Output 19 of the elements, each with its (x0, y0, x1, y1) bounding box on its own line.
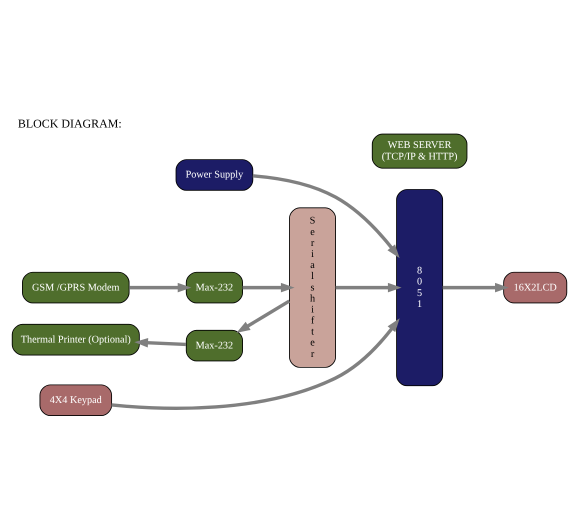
node-box: 4X4 Keypad (40, 384, 112, 416)
arrow (236, 299, 290, 332)
node-box: Power Supply (176, 158, 254, 190)
arrow (111, 318, 400, 410)
arrow (134, 337, 186, 348)
node-box: Max-232 (186, 271, 243, 303)
arrow (252, 174, 400, 258)
node-box: 16X2LCD (503, 271, 568, 303)
arrow (242, 282, 295, 292)
node-box: 8 0 5 1 (396, 188, 444, 386)
arrow (442, 282, 509, 292)
node-box: WEB SERVER (TCP/IP & HTTP) (372, 133, 468, 168)
node-box: Max-232 (186, 329, 243, 361)
arrow (129, 282, 192, 292)
node-box: S e r i a l s h i f t e r (289, 206, 336, 368)
diagram-title: BLOCK DIAGRAM: (18, 116, 122, 130)
arrow (336, 282, 402, 292)
node-box: GSM /GPRS Modem (22, 271, 130, 303)
node-box: Thermal Printer (Optional) (12, 323, 140, 355)
